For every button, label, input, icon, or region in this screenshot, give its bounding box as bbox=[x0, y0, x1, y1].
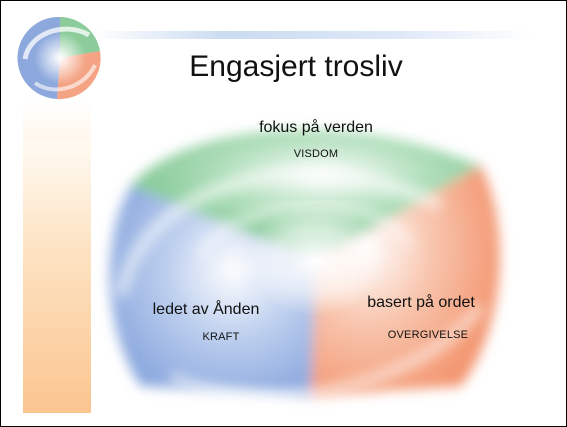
swirl-sector-blue bbox=[109, 186, 316, 396]
left-section-sublabel: KRAFT bbox=[202, 331, 240, 343]
swirl-diagram bbox=[109, 129, 500, 402]
title-underline bbox=[93, 31, 533, 39]
left-section-label: ledet av Ånden bbox=[152, 301, 260, 318]
slide-title: Engasjert trosliv bbox=[189, 50, 403, 83]
swirl-logo-icon bbox=[17, 16, 101, 100]
side-bar-fade bbox=[23, 101, 91, 145]
top-section-sublabel: VISDOM bbox=[293, 148, 339, 160]
right-section-label: basert på ordet bbox=[367, 294, 475, 311]
right-section-sublabel: OVERGIVELSE bbox=[387, 329, 469, 341]
top-section-label: fokus på verden bbox=[259, 119, 373, 136]
swirl-sector-green bbox=[131, 129, 481, 261]
side-gradient-bar bbox=[23, 141, 91, 413]
